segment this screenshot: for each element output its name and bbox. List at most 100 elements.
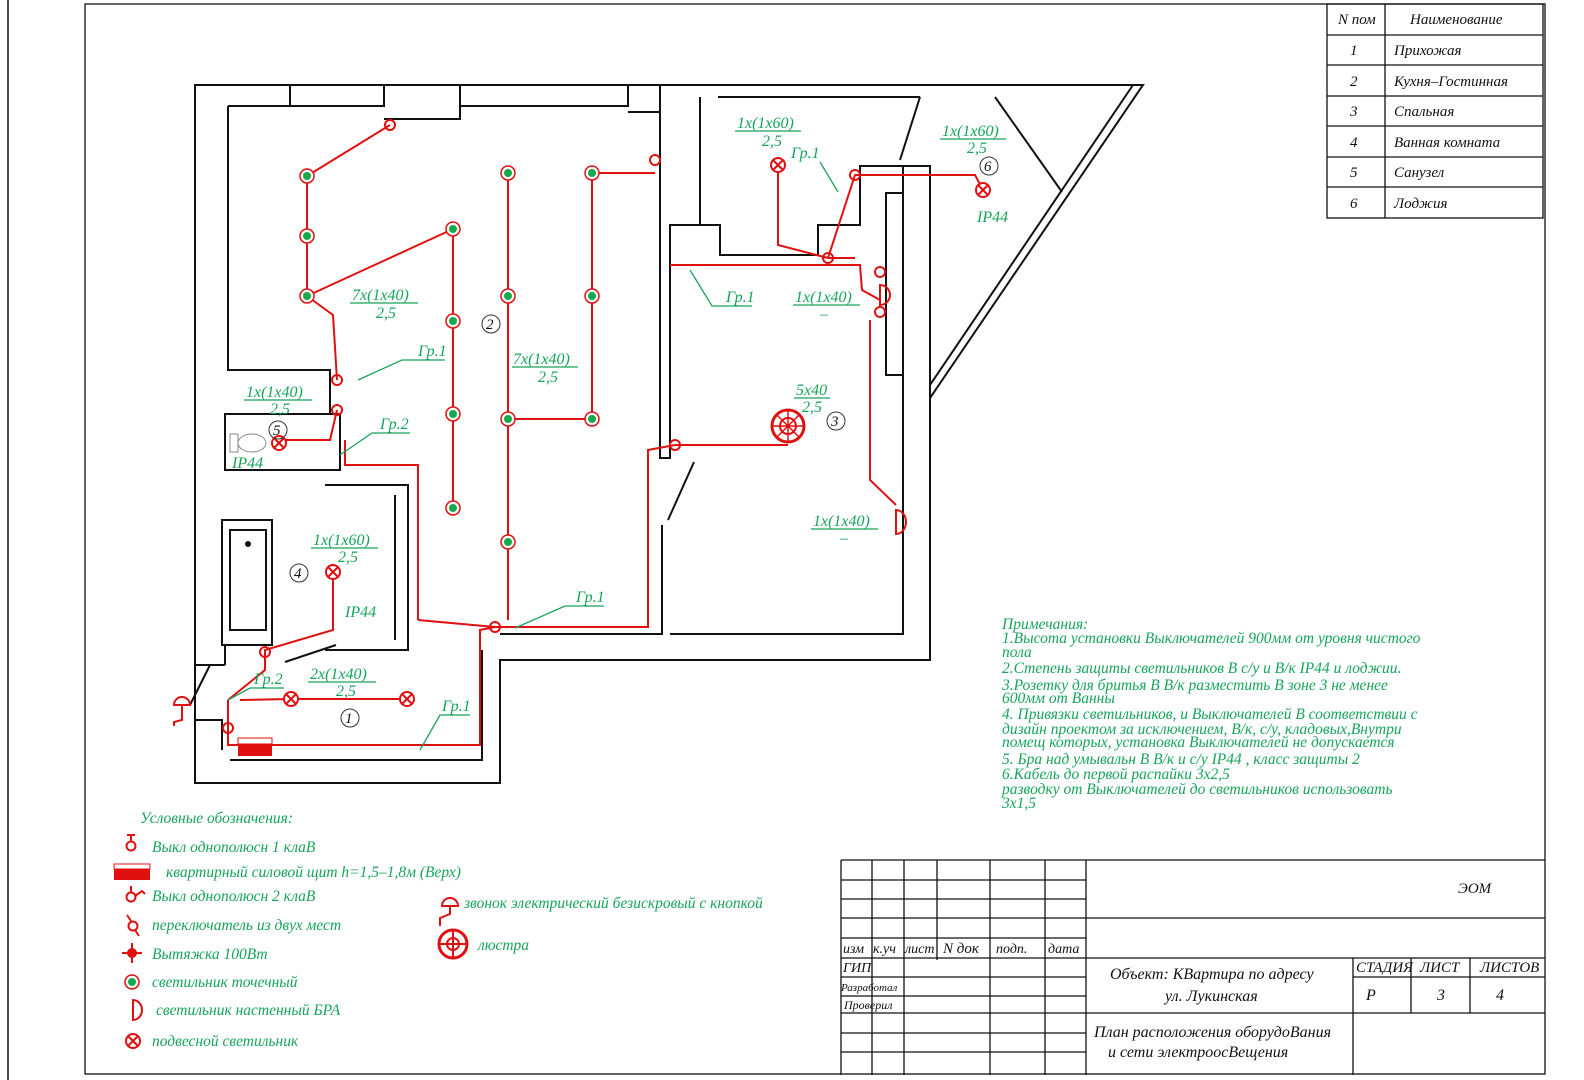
note-line: 600мм от Ванны (1002, 690, 1115, 707)
cable-label: 1x(1x60) (942, 123, 999, 140)
svg-text:ЛИСТОВ: ЛИСТОВ (1479, 960, 1539, 976)
svg-text:звонок электрический безискров: звонок электрический безискровый с кнопк… (463, 895, 763, 912)
note-line: 3х1,5 (1001, 795, 1036, 812)
svg-text:дата: дата (1048, 942, 1079, 957)
svg-text:ГИП: ГИП (842, 961, 872, 976)
cable-section: 2,5 (338, 549, 358, 566)
sheets-value: 4 (1496, 987, 1504, 1004)
svg-text:к.уч: к.уч (873, 942, 896, 957)
notes: Примечания: 1.Высота установки Выключате… (1001, 616, 1421, 812)
cable-section: 2,5 (802, 399, 822, 416)
group-label: Гр.1 (725, 289, 755, 306)
pendant-light-icon (975, 182, 991, 198)
cable-section: – (839, 530, 849, 547)
room-n: 4 (1350, 135, 1358, 151)
doorbell-icon (439, 897, 460, 926)
room-name: Санузел (1394, 165, 1445, 181)
note-line: 6.Кабель до первой распайки 3х2,5 (1002, 766, 1230, 783)
svg-text:переключатель из двух мест: переключатель из двух мест (152, 917, 341, 934)
svg-text:3: 3 (830, 414, 839, 430)
svg-text:6: 6 (984, 159, 992, 175)
drain-icon (245, 541, 251, 547)
spot-light-icon (584, 288, 600, 304)
cable-label: 7x(1x40) (513, 351, 570, 368)
svg-text:изм: изм (843, 942, 864, 957)
group-label: Гр.2 (253, 671, 283, 688)
room-n: 2 (1350, 74, 1358, 90)
note-line: 3.Розетку для бритья В В/к разместить В … (1001, 677, 1388, 694)
spot-light-icon (445, 406, 461, 422)
svg-text:ЛИСТ: ЛИСТ (1419, 960, 1461, 976)
ip-label: IP44 (344, 604, 376, 621)
wall-sconce-icon (132, 998, 143, 1022)
cable-label: 1x(1x40) (813, 513, 870, 530)
svg-text:подп.: подп. (996, 942, 1027, 957)
doorbell-icon (172, 696, 192, 726)
walls (189, 84, 1145, 784)
drawing-title: и сети электроосВещения (1108, 1044, 1288, 1061)
svg-text:Выкл однополюсн 1 клаВ: Выкл однополюсн 1 клаВ (152, 839, 316, 856)
spot-light-icon (299, 168, 315, 184)
switch-1-key-icon (125, 834, 137, 852)
spot-light-icon (500, 165, 516, 181)
cable-label: 1x(1x60) (737, 115, 794, 132)
svg-text:светильник точечный: светильник точечный (152, 974, 298, 991)
room-name: Спальная (1394, 104, 1454, 120)
sheet-value: 3 (1436, 987, 1445, 1004)
pendant-light-icon (125, 1033, 141, 1049)
spot-light-icon (445, 313, 461, 329)
two-way-switch-icon (126, 914, 140, 937)
note-line: 4. Привязки светильников, и Выключателей… (1002, 706, 1418, 723)
spot-light-icon (500, 411, 516, 427)
cable-label: 2x(1x40) (310, 666, 367, 683)
group-label: Гр.1 (790, 145, 820, 162)
svg-text:4: 4 (294, 566, 302, 582)
group-label: Гр.1 (575, 589, 605, 606)
stage-value: Р (1365, 987, 1376, 1004)
cable-label: 5x40 (796, 382, 827, 399)
cable-section: 2,5 (270, 401, 290, 418)
room-table: N пом Наименование 1 Прихожая 2 Кухня–Го… (1326, 3, 1544, 219)
exhaust-fan-icon (122, 943, 142, 963)
room-name: Прихожая (1393, 43, 1461, 59)
cable-section: 2,5 (336, 683, 356, 700)
svg-text:N док: N док (942, 941, 980, 957)
svg-text:квартирный силовой щит h=1,5–1: квартирный силовой щит h=1,5–1,8м (Верх) (166, 864, 461, 881)
spot-light-icon (445, 221, 461, 237)
note-line: 2.Степень защиты светильников В с/у и В/… (1002, 660, 1401, 677)
svg-text:светильник настенный БРА: светильник настенный БРА (156, 1002, 341, 1019)
spot-light-icon (124, 974, 140, 990)
sheet-frame (84, 3, 1546, 1075)
svg-text:лист: лист (904, 942, 934, 957)
title-block: ЭОМ изм к.уч лист N док подп. дата ГИП Р… (840, 859, 1545, 1075)
spot-light-icon (500, 534, 516, 550)
chandelier-icon (437, 928, 469, 960)
spot-light-icon (299, 288, 315, 304)
cable-label: 7x(1x40) (352, 287, 409, 304)
toilet-icon (229, 433, 267, 453)
room-n: 6 (1350, 196, 1358, 212)
note-line: помещ которых, установка Выключателей не… (1002, 734, 1395, 751)
spot-light-icon (500, 288, 516, 304)
group-label: Гр.1 (417, 343, 447, 360)
chandelier-icon (770, 408, 806, 444)
pendant-lights (271, 157, 991, 707)
group-label: Гр.1 (441, 698, 471, 715)
object-name: Объект: КВартира по адресу (1110, 966, 1314, 983)
drawing-title: План расположения оборудоВания (1093, 1024, 1331, 1041)
room-name: Лоджия (1393, 196, 1448, 212)
legend: Условные обозначения: Выкл однополюсн 1 … (113, 810, 763, 1050)
svg-text:Вытяжка 100Вт: Вытяжка 100Вт (152, 946, 268, 963)
pendant-light-icon (271, 435, 287, 451)
distribution-panel-icon (113, 863, 151, 880)
ip-label: IP44 (976, 209, 1008, 226)
table-header-n: N пом (1337, 12, 1376, 28)
spot-light-icon (584, 411, 600, 427)
project-code: ЭОМ (1458, 881, 1493, 897)
svg-text:1: 1 (345, 711, 353, 727)
cable-section: 2,5 (762, 133, 782, 150)
note-line: 1.Высота установки Выключателей 900мм от… (1002, 630, 1421, 647)
wall-sconce-icon (879, 283, 907, 536)
svg-text:СТАДИЯ: СТАДИЯ (1356, 960, 1414, 976)
